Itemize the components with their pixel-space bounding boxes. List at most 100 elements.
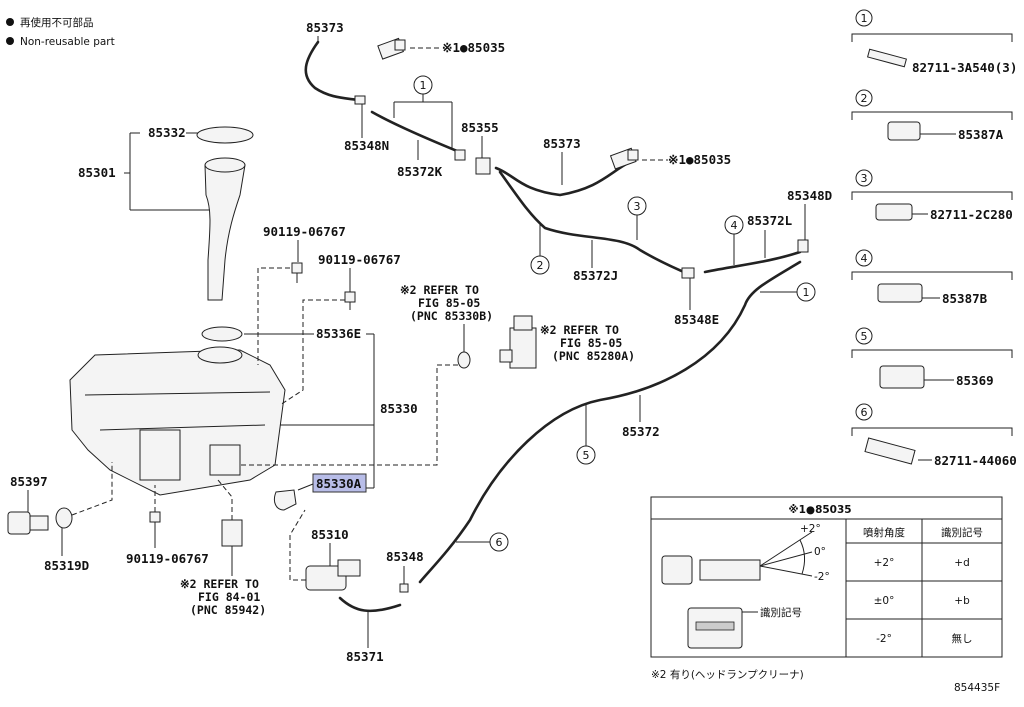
svg-text:6: 6 — [496, 536, 503, 549]
svg-text:1: 1 — [861, 12, 868, 25]
svg-text:5: 5 — [861, 330, 868, 343]
label-85348n: 85348N — [344, 138, 389, 153]
nozzle-spec-table: ※1●85035 噴射角度 識別記号 +2° +d ±0° +b -2° 無し … — [650, 496, 1003, 658]
label-85372l: 85372L — [747, 213, 793, 228]
clip-82711-3a540-icon — [866, 48, 908, 68]
callout-4 — [724, 215, 744, 235]
table-row1-mark: +d — [954, 557, 969, 569]
svg-text:1: 1 — [803, 286, 810, 299]
svg-text:3: 3 — [861, 172, 868, 185]
table-diagram-zero: 0° — [814, 546, 826, 558]
bolt-90119-c — [149, 511, 161, 532]
footnote: ※2 有り(ヘッドランプクリーナ) — [651, 668, 804, 681]
callout-1-right — [796, 282, 816, 302]
callout-3 — [627, 196, 647, 216]
label-85355: 85355 — [461, 120, 499, 135]
hose-85373-left — [304, 40, 360, 102]
tank-bracket — [139, 429, 181, 481]
svg-text:3: 3 — [634, 200, 641, 213]
label-90119-b: 90119-06767 — [318, 252, 401, 267]
table-title: ※1●85035 — [788, 504, 851, 516]
label-85330a: 85330A — [316, 476, 362, 491]
bolt-90119-a — [291, 262, 303, 283]
svg-text:2: 2 — [861, 92, 868, 105]
callout-5 — [576, 445, 596, 465]
ref-85330b-line1: ※2 REFER TO — [400, 283, 479, 297]
callout-1-top — [413, 75, 433, 95]
ref-85280a-line1: ※2 REFER TO — [540, 323, 619, 337]
label-90119-c: 90119-06767 — [126, 551, 209, 566]
legend-part-1: 82711-3A540(3) — [912, 60, 1017, 75]
ref-85330b-line3: (PNC 85330B) — [410, 309, 493, 323]
ref-85942-line3: (PNC 85942) — [190, 603, 266, 617]
joint-85348 — [399, 583, 409, 593]
clamp-85369-icon — [879, 365, 925, 389]
label-85372j: 85372J — [573, 268, 618, 283]
seal-85330b — [457, 351, 471, 369]
legend-part-6: 82711-44060 — [934, 453, 1017, 468]
label-85035-a: ※1●85035 — [442, 40, 505, 55]
side-legend: 1 82711-3A540(3) 2 85387A 3 82711-2C280 … — [851, 9, 1017, 468]
washer-pump-85942 — [221, 519, 243, 547]
svg-text:5: 5 — [583, 449, 590, 462]
label-85035-b: ※1●85035 — [668, 152, 731, 167]
illustration-id: 854435F — [954, 682, 1000, 694]
ref-85330b-line2: FIG 85-05 — [418, 296, 480, 310]
table-row1-angle: +2° — [874, 557, 895, 569]
grommet-85319d — [55, 507, 73, 529]
washer-nozzle-left — [377, 37, 406, 60]
hose-clip — [454, 149, 466, 161]
legend-line-1: 再使用不可部品 — [20, 16, 94, 29]
svg-text:6: 6 — [861, 406, 868, 419]
legend-part-3: 82711-2C280 — [930, 207, 1013, 222]
svg-text:4: 4 — [731, 219, 738, 232]
label-85301: 85301 — [78, 165, 116, 180]
filler-cap — [196, 126, 254, 144]
filler-pipe — [204, 164, 246, 301]
bullet-icon — [6, 37, 14, 45]
label-85373-b: 85373 — [543, 136, 581, 151]
clamp-85387a-icon — [887, 121, 921, 141]
table-row3-mark: 無し — [952, 632, 973, 645]
hose-85372j — [498, 170, 690, 276]
hose-85372 — [418, 260, 802, 584]
legend-part-4: 85387B — [942, 291, 988, 306]
label-85397: 85397 — [10, 474, 48, 489]
table-diagram-plus: +2° — [800, 523, 821, 535]
bolt-90119-b — [344, 291, 356, 310]
callout-1-top-text: 1 — [420, 79, 427, 92]
nozzle-side-icon — [661, 555, 693, 585]
legend-part-2: 85387A — [958, 127, 1004, 142]
label-85330: 85330 — [380, 401, 418, 416]
label-85373-a: 85373 — [306, 20, 344, 35]
clip-82711-2c280-icon — [875, 203, 913, 221]
hose-85372l — [703, 250, 802, 274]
callout-6 — [489, 532, 509, 552]
ref-85942-line2: FIG 84-01 — [198, 590, 260, 604]
label-85332: 85332 — [148, 125, 186, 140]
table-row2-mark: +b — [954, 595, 970, 607]
table-diagram-minus: -2° — [814, 571, 830, 583]
grommet-85336e — [201, 326, 243, 342]
washer-nozzle-right — [609, 147, 639, 170]
joint-85348e — [681, 267, 695, 279]
ref-85942-line1: ※2 REFER TO — [180, 577, 259, 591]
table-mark-label: 識別記号 — [760, 606, 802, 619]
grommet-85330a — [273, 489, 297, 511]
ref-85280a-line2: FIG 85-05 — [560, 336, 622, 350]
washer-pump-85280a — [499, 315, 537, 369]
ref-85280a-line3: (PNC 85280A) — [552, 349, 635, 363]
label-85372k: 85372K — [397, 164, 443, 179]
label-85348e: 85348E — [674, 312, 719, 327]
table-row2-angle: ±0° — [874, 595, 895, 607]
joint-85348d — [797, 239, 809, 253]
label-85348d: 85348D — [787, 188, 832, 203]
washer-pump-85310 — [305, 559, 361, 591]
legend-part-5: 85369 — [956, 373, 994, 388]
label-85330a-highlight — [312, 473, 367, 493]
legend-line-2: Non-reusable part — [20, 36, 115, 48]
label-85371: 85371 — [346, 649, 384, 664]
label-85319d: 85319D — [44, 558, 89, 573]
clamp-85387b-icon — [877, 283, 923, 303]
